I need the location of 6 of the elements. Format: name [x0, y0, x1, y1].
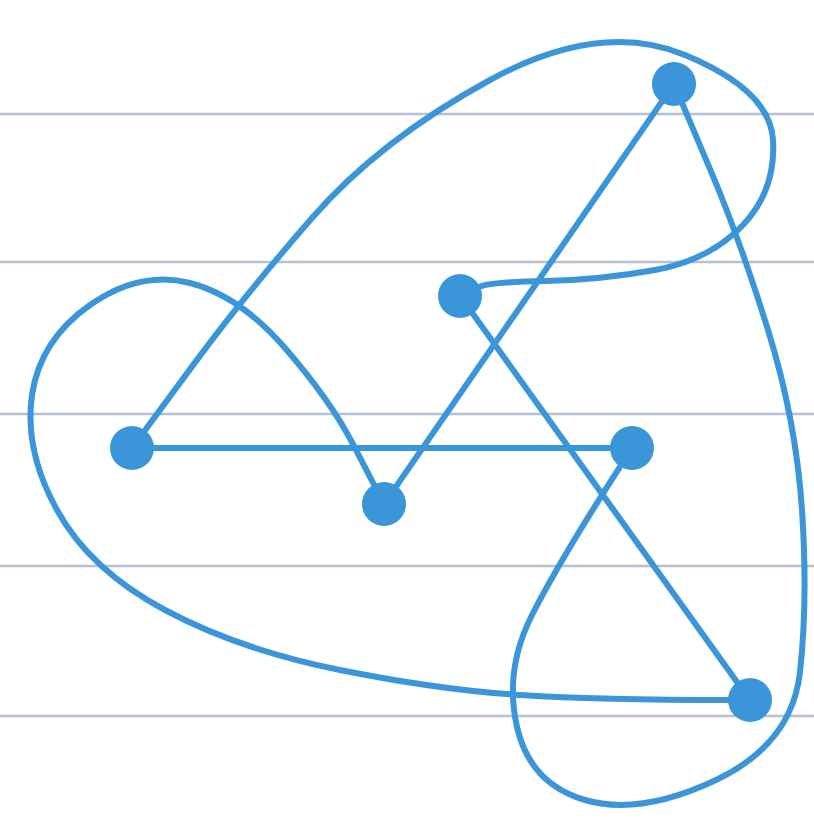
line [393, 99, 665, 489]
curved-line [142, 39, 777, 434]
line [151, 445, 613, 451]
curved-line [509, 101, 808, 808]
curved-line [27, 276, 731, 703]
line [469, 310, 741, 686]
